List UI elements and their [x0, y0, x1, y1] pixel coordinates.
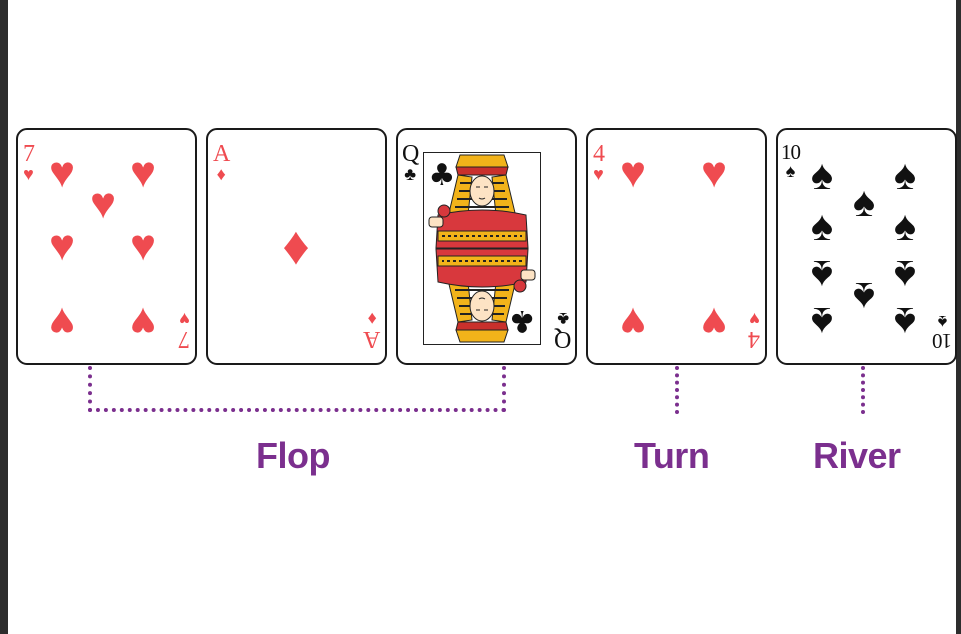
spade-icon: ♠	[894, 205, 916, 247]
card-4-hearts: 4 ♥ 4 ♥ ♥ ♥ ♥ ♥	[586, 128, 767, 365]
flop-bracket-bottom	[88, 408, 506, 412]
heart-icon: ♥	[620, 300, 646, 344]
queen-face-illustration: ♣ ♣	[423, 152, 541, 345]
card-rank: Q	[555, 327, 571, 351]
flop-bracket-left-leg	[88, 366, 92, 412]
card-rank: 4	[749, 327, 760, 351]
heart-icon: ♥	[701, 151, 727, 195]
card-rank: 4	[593, 142, 604, 166]
spade-icon: ♠	[853, 181, 875, 223]
heart-icon: ♥	[130, 224, 156, 268]
river-label: River	[813, 438, 901, 474]
turn-connector	[675, 366, 679, 414]
card-index-top: A ♦	[213, 142, 229, 183]
card-index-top: 7 ♥	[23, 142, 34, 183]
card-index-bottom: 10 ♠	[933, 313, 952, 351]
card-rank: A	[364, 327, 380, 351]
club-icon: ♣	[429, 158, 456, 193]
spade-icon: ♠	[853, 276, 875, 318]
card-index-top: 4 ♥	[593, 142, 604, 183]
flop-bracket-right-leg	[502, 366, 506, 412]
spade-icon: ♠	[811, 254, 833, 296]
diamond-icon: ♦	[367, 310, 376, 328]
card-index-top: Q ♣	[402, 142, 418, 183]
heart-icon: ♥	[90, 182, 116, 226]
turn-label: Turn	[634, 438, 709, 474]
card-rank: 10	[781, 142, 800, 163]
spade-icon: ♠	[894, 154, 916, 196]
club-icon: ♣	[509, 303, 536, 338]
diamond-icon: ♦	[282, 219, 310, 273]
heart-icon: ♥	[130, 300, 156, 344]
heart-icon: ♥	[23, 165, 34, 183]
card-rank: Q	[402, 142, 418, 166]
river-connector	[861, 366, 865, 414]
heart-icon: ♥	[130, 151, 156, 195]
card-index-bottom: Q ♣	[555, 310, 571, 351]
diamond-icon: ♦	[217, 165, 226, 183]
queen-portrait-icon: ♣ ♣	[424, 153, 540, 344]
heart-icon: ♥	[49, 151, 75, 195]
card-7-hearts: 7 ♥ 7 ♥ ♥ ♥ ♥ ♥ ♥ ♥ ♥	[16, 128, 197, 365]
card-index-bottom: 7 ♥	[179, 310, 190, 351]
diagram-panel: 7 ♥ 7 ♥ ♥ ♥ ♥ ♥ ♥ ♥ ♥ A ♦	[8, 0, 956, 634]
card-rank: 7	[23, 142, 34, 166]
spade-icon: ♠	[894, 301, 916, 343]
club-icon: ♣	[404, 165, 416, 183]
spade-icon: ♠	[938, 313, 948, 331]
spade-icon: ♠	[894, 254, 916, 296]
heart-icon: ♥	[701, 300, 727, 344]
heart-icon: ♥	[749, 310, 760, 328]
card-10-spades: 10 ♠ 10 ♠ ♠ ♠ ♠ ♠ ♠ ♠ ♠ ♠ ♠ ♠	[776, 128, 957, 365]
card-index-top: 10 ♠	[781, 142, 800, 180]
spade-icon: ♠	[811, 205, 833, 247]
heart-icon: ♥	[593, 165, 604, 183]
heart-icon: ♥	[49, 224, 75, 268]
heart-icon: ♥	[179, 310, 190, 328]
heart-icon: ♥	[49, 300, 75, 344]
spade-icon: ♠	[811, 154, 833, 196]
card-rank: A	[213, 142, 229, 166]
heart-icon: ♥	[620, 151, 646, 195]
spade-icon: ♠	[811, 301, 833, 343]
card-ace-diamonds: A ♦ A ♦ ♦	[206, 128, 387, 365]
card-index-bottom: A ♦	[364, 310, 380, 351]
card-queen-clubs: Q ♣ Q ♣	[396, 128, 577, 365]
card-rank: 7	[179, 327, 190, 351]
spade-icon: ♠	[786, 162, 796, 180]
card-index-bottom: 4 ♥	[749, 310, 760, 351]
club-icon: ♣	[557, 310, 569, 328]
card-rank: 10	[933, 330, 952, 351]
flop-label: Flop	[256, 438, 330, 474]
